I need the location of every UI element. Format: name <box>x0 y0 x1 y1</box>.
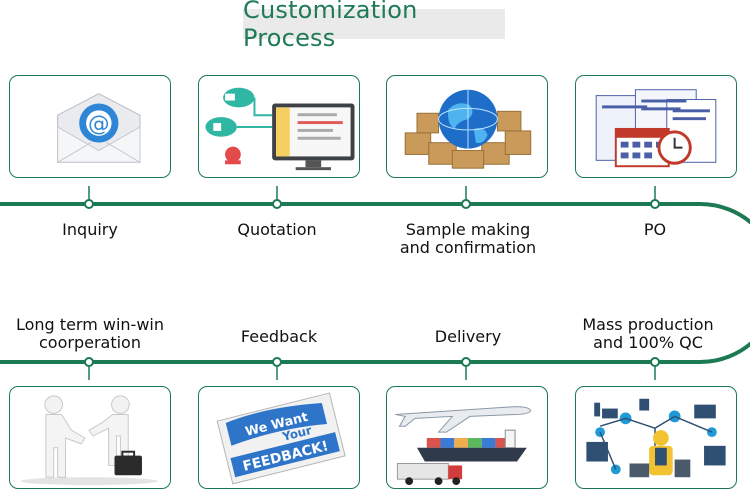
connector-stems <box>88 186 656 380</box>
computer-cloud-icon <box>205 87 355 171</box>
factory-worker-icon <box>586 398 726 478</box>
card-quotation <box>198 75 360 178</box>
step-label-inquiry: Inquiry <box>62 220 118 239</box>
email-envelope-icon: @ <box>57 93 141 163</box>
globe-boxes-icon <box>404 89 532 169</box>
step-label-po: PO <box>643 220 667 239</box>
card-cooperation <box>9 386 171 489</box>
feedback-card-icon: We Want Your FEEDBACK! <box>216 392 346 485</box>
card-mass-production <box>575 386 737 489</box>
documents-calendar-clock-icon <box>595 89 717 168</box>
track-line <box>0 202 750 364</box>
handshake-icon <box>20 395 158 486</box>
title-banner: Customization Process <box>243 0 505 52</box>
airplane-ship-truck-icon <box>395 406 532 486</box>
card-sample-making <box>386 75 548 178</box>
step-label-sample-making: Sample making and confirmation <box>399 220 537 257</box>
card-feedback: We Want Your FEEDBACK! <box>198 386 360 489</box>
card-po <box>575 75 737 178</box>
svg-text:@: @ <box>88 112 110 137</box>
step-label-delivery: Delivery <box>434 327 502 346</box>
page-title: Customization Process <box>243 0 418 52</box>
card-inquiry: @ <box>9 75 171 178</box>
step-label-quotation: Quotation <box>237 220 317 239</box>
step-label-cooperation: Long term win-win coorperation <box>15 315 164 352</box>
step-label-mass-production: Mass production and 100% QC <box>582 315 714 352</box>
step-label-feedback: Feedback <box>240 327 318 346</box>
card-delivery <box>386 386 548 489</box>
